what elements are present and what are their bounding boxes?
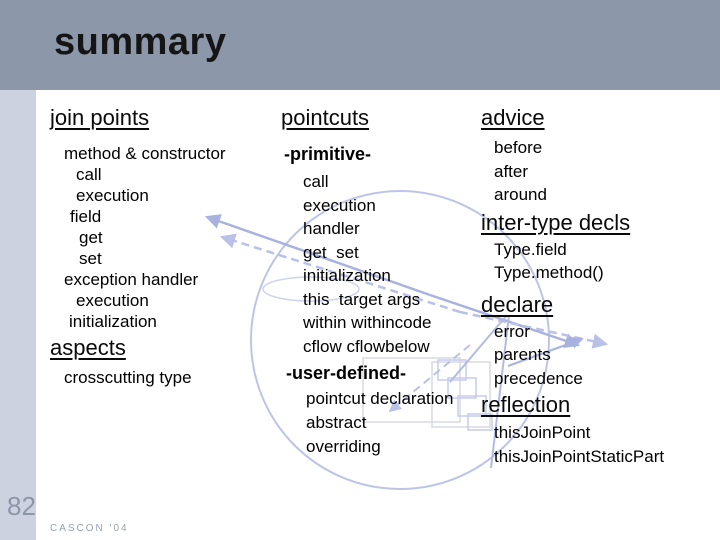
footer-conference-label: CASCON '04 (50, 523, 129, 534)
list-item: before (494, 138, 543, 157)
page-number: 82 (7, 491, 36, 521)
list-item: execution (303, 195, 376, 215)
list-item: parents (494, 345, 551, 364)
list-item: method & constructor (64, 144, 226, 163)
reflection-heading: reflection (481, 392, 571, 417)
aspects-heading: aspects (50, 335, 126, 360)
list-item: execution (76, 291, 149, 310)
list-item: thisJoinPoint (494, 423, 591, 442)
user-defined-group-label: -user-defined- (286, 363, 407, 383)
list-item: precedence (494, 368, 583, 388)
list-item: Type.field (494, 239, 567, 259)
join-points-column: join points method & constructor call ex… (50, 105, 285, 388)
list-item: pointcut declaration (306, 389, 454, 408)
list-item: call (76, 165, 102, 184)
primitive-group-label: -primitive- (284, 144, 372, 164)
list-item: Type.method() (494, 263, 604, 282)
list-item: cflow cflowbelow (303, 336, 430, 356)
list-item: crosscutting type (64, 368, 192, 387)
slide-sidebar-bar: 82 (0, 90, 36, 540)
list-item: initialization (69, 312, 157, 331)
primitive-group: -primitive- call execution handler get s… (281, 142, 486, 358)
list-item: field (70, 207, 102, 226)
list-item: execution (76, 186, 149, 205)
list-item: within withincode (303, 313, 432, 332)
list-item: around (494, 185, 547, 204)
list-item: set (79, 249, 102, 268)
inter-type-decls-heading: inter-type decls (481, 209, 631, 235)
join-points-heading: join points (50, 105, 150, 130)
list-item: after (494, 161, 529, 181)
list-item: error (494, 321, 530, 341)
pointcuts-heading: pointcuts (281, 105, 370, 130)
list-item: call (303, 172, 329, 191)
list-item: initialization (303, 266, 391, 285)
list-item: thisJoinPointStaticPart (494, 446, 665, 466)
list-item: get (79, 228, 103, 247)
slide-header-bar: summary (0, 0, 720, 90)
list-item: handler (303, 219, 360, 238)
list-item: this target args (303, 289, 421, 309)
list-item: abstract (306, 413, 367, 432)
list-item: get set (303, 242, 359, 262)
advice-heading: advice (481, 105, 545, 130)
list-item: exception handler (64, 270, 199, 289)
user-defined-group: -user-defined- pointcut declaration abst… (281, 361, 486, 459)
advice-column: advice before after around inter-type de… (481, 105, 719, 468)
pointcuts-column: pointcuts -primitive- call execution han… (281, 105, 486, 459)
slide-title: summary (54, 21, 227, 63)
declare-heading: declare (481, 291, 554, 317)
list-item: overriding (306, 437, 381, 456)
